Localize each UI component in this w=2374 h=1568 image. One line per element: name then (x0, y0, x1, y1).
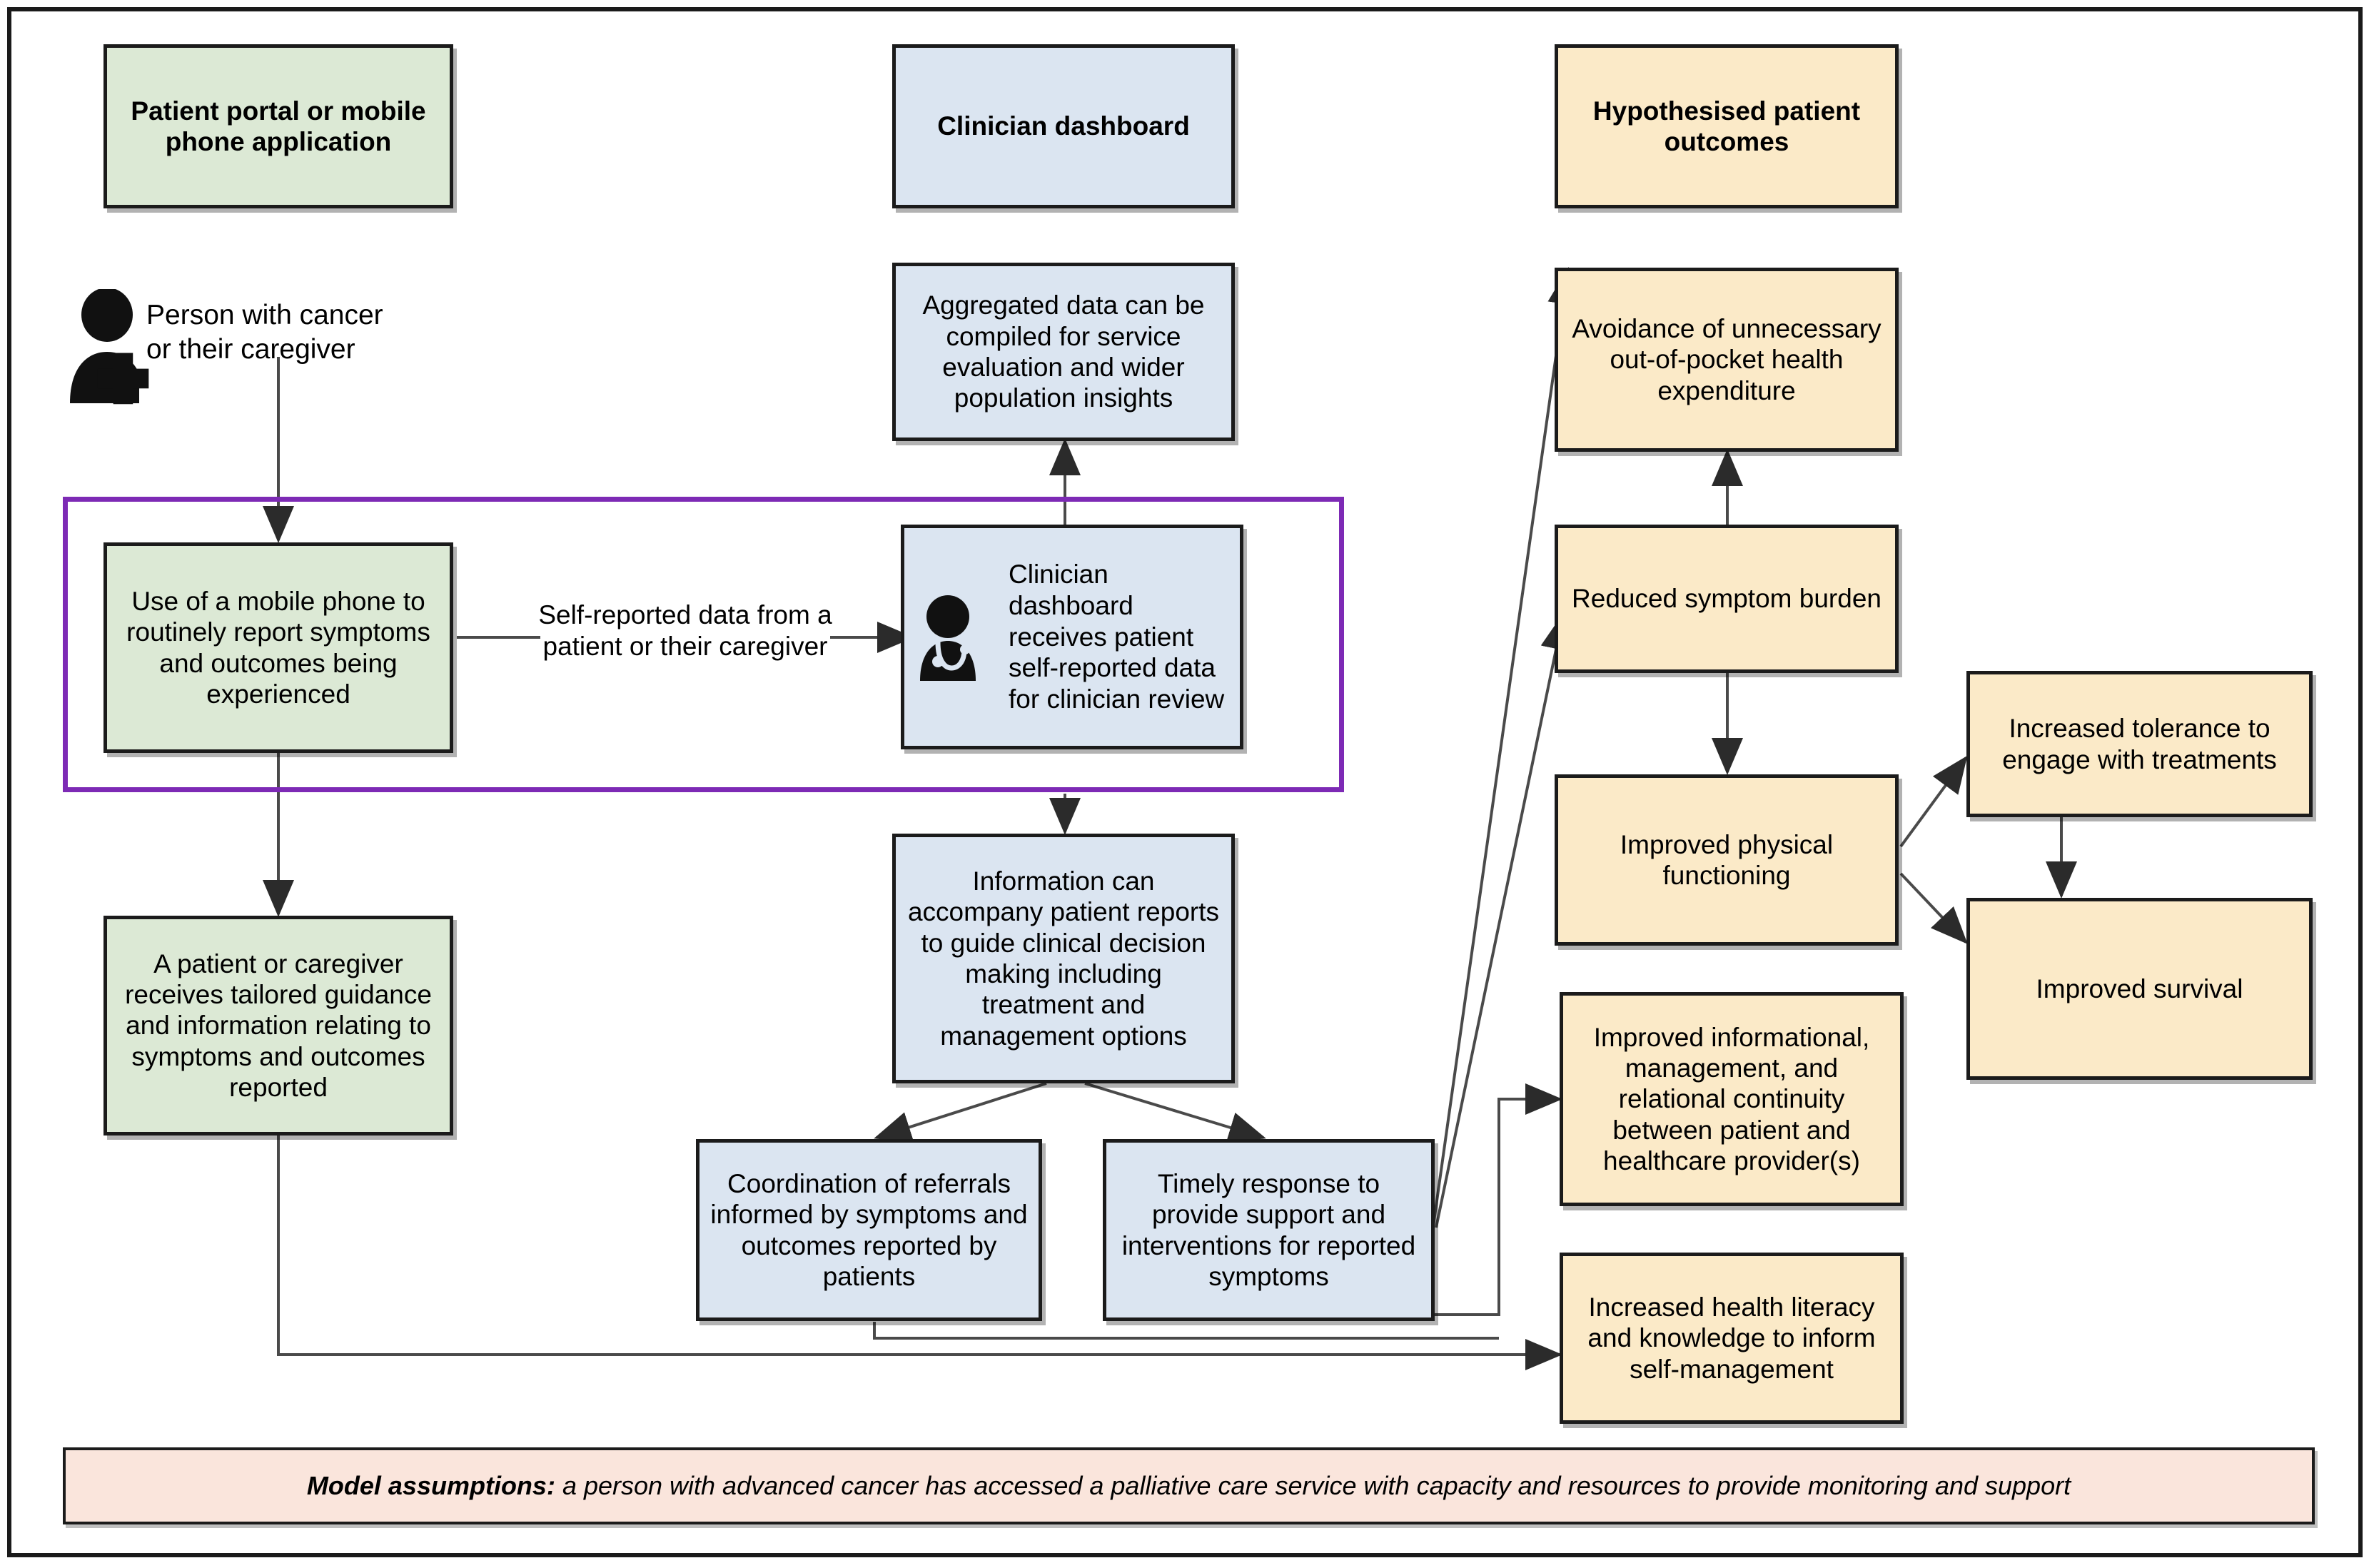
node-aggregated-data: Aggregated data can be compiled for serv… (892, 263, 1235, 441)
edge-label-line1: Self-reported data from a (471, 600, 899, 631)
node-improved-survival: Improved survival (1966, 898, 2313, 1080)
person-with-cancer-label: Person with cancer or their caregiver (146, 298, 446, 366)
model-assumptions-prefix: Model assumptions: (306, 1471, 555, 1500)
header-clinician-dashboard: Clinician dashboard (892, 44, 1235, 208)
edge-label-line2: patient or their caregiver (471, 631, 899, 662)
node-increased-tolerance: Increased tolerance to engage with treat… (1966, 671, 2313, 817)
node-tailored-guidance: A patient or caregiver receives tailored… (103, 916, 453, 1135)
core-intervention-highlight (63, 497, 1344, 792)
node-mobile-phone-use: Use of a mobile phone to routinely repor… (103, 542, 453, 753)
node-reduced-symptom-burden: Reduced symptom burden (1555, 525, 1899, 673)
person-label-line1: Person with cancer (146, 300, 383, 330)
model-assumptions-text: a person with advanced cancer has access… (555, 1471, 2071, 1500)
node-avoidance-expenditure: Avoidance of unnecessary out-of-pocket h… (1555, 268, 1899, 452)
node-clinician-receives-data: Clinician dashboard receives patient sel… (901, 525, 1243, 749)
clinician-receives-text: Clinician dashboard receives patient sel… (1009, 560, 1225, 714)
node-increased-health-literacy: Increased health literacy and knowledge … (1560, 1253, 1904, 1424)
node-timely-response: Timely response to provide support and i… (1103, 1139, 1435, 1321)
model-assumptions-bar: Model assumptions: a person with advance… (63, 1447, 2315, 1524)
header-hypothesised-outcomes: Hypothesised patient outcomes (1555, 44, 1899, 208)
node-information-accompany: Information can accompany patient report… (892, 834, 1235, 1083)
node-improved-physical-functioning: Improved physical functioning (1555, 774, 1899, 946)
header-patient-portal: Patient portal or mobile phone applicati… (103, 44, 453, 208)
edge-label-self-reported-data: Self-reported data from a patient or the… (471, 600, 899, 663)
person-label-line2: or their caregiver (146, 333, 355, 365)
node-coordination-referrals: Coordination of referrals informed by sy… (696, 1139, 1042, 1321)
node-improved-continuity: Improved informational, management, and … (1560, 992, 1904, 1206)
doctor-with-stethoscope-icon (920, 595, 976, 681)
person-with-plus-icon (70, 289, 149, 405)
